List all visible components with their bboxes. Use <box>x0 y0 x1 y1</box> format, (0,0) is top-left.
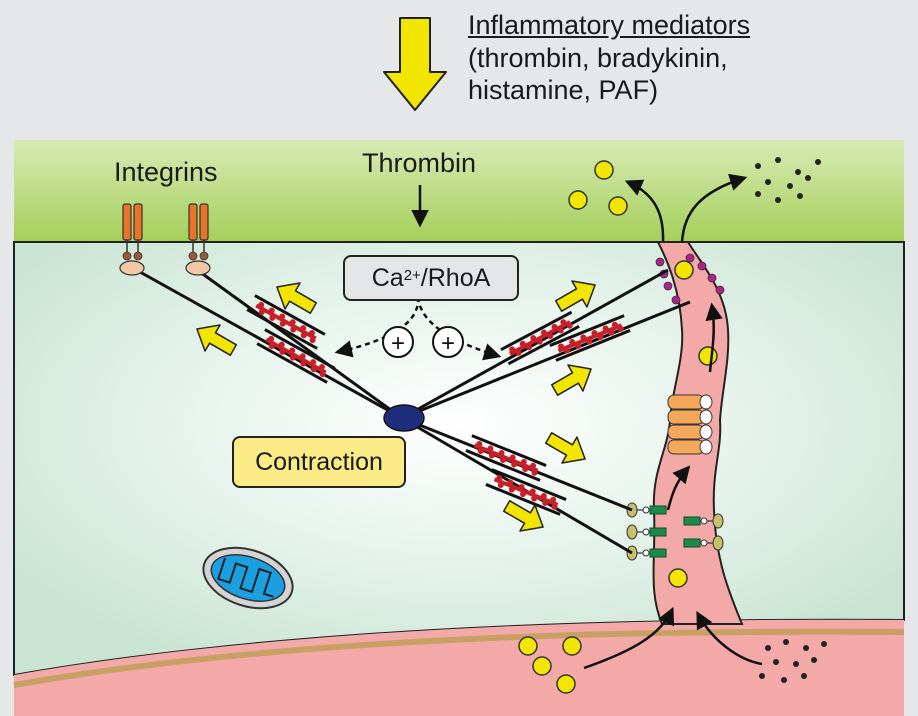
plus-circle-left <box>382 326 414 358</box>
ca-label: Ca <box>371 263 404 292</box>
plus-sign-left: + <box>391 330 405 357</box>
rhoa-label: /RhoA <box>420 263 491 292</box>
gap-junction <box>667 394 713 455</box>
flow-arrows <box>583 173 763 670</box>
plasma-proteins <box>518 160 718 694</box>
signal-arrow-right <box>416 296 502 361</box>
contraction-box: Contraction <box>232 436 406 488</box>
blood-vessel-lumen <box>14 619 904 716</box>
nucleus-hub <box>383 404 425 432</box>
mediators-list-line-1: (thrombin, bradykinin, <box>468 43 728 73</box>
solutes <box>755 157 827 683</box>
mitochondrion <box>202 546 294 610</box>
plus-circle-right <box>432 326 464 358</box>
endothelial-cell <box>13 241 905 677</box>
interstitium <box>14 140 904 242</box>
mediator-arrow <box>383 17 447 111</box>
thrombin-label: Thrombin <box>362 148 477 178</box>
plus-sign-right: + <box>441 330 455 357</box>
basement-band <box>13 628 905 688</box>
ca-superscript: 2+ <box>403 266 421 284</box>
integrins-label: Integrins <box>114 157 218 187</box>
mediators-title: Inflammatory mediators <box>468 10 751 40</box>
mediators-list-line-2: histamine, PAF) <box>468 75 659 105</box>
